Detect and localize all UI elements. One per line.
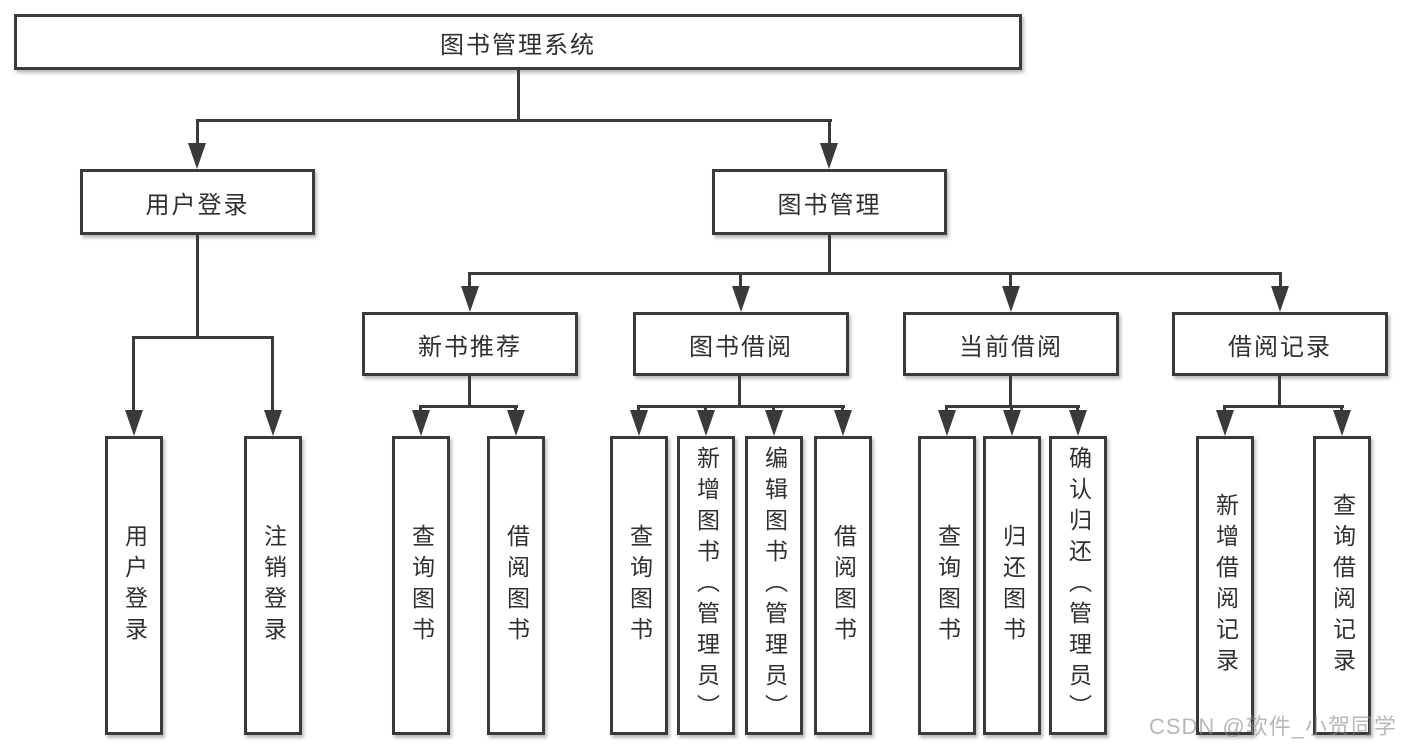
connector-line bbox=[1009, 272, 1012, 288]
arrowhead-down-icon bbox=[1003, 410, 1021, 436]
connector-line bbox=[419, 405, 518, 408]
arrowhead-down-icon bbox=[461, 286, 479, 312]
connector-line bbox=[468, 272, 1282, 275]
arrowhead-down-icon bbox=[1069, 410, 1087, 436]
connector-line bbox=[772, 405, 775, 412]
leaf-user-login: 用户登录 bbox=[105, 436, 163, 735]
leaf-borrow-books-recommend: 借阅图书 bbox=[487, 436, 545, 735]
node-root: 图书管理系统 bbox=[14, 14, 1022, 70]
connector-line bbox=[1340, 405, 1343, 412]
arrowhead-down-icon bbox=[188, 143, 206, 169]
connector-line bbox=[1009, 376, 1012, 405]
connector-line bbox=[196, 235, 199, 336]
arrowhead-down-icon bbox=[1271, 286, 1289, 312]
watermark: CSDN @软件_小贺同学 bbox=[1148, 714, 1397, 739]
connector-line bbox=[468, 376, 471, 405]
node-book-management: 图书管理 bbox=[712, 169, 947, 235]
arrowhead-down-icon bbox=[834, 410, 852, 436]
arrowhead-down-icon bbox=[125, 410, 143, 436]
leaf-logout: 注销登录 bbox=[244, 436, 302, 735]
leaf-query-books-recommend: 查询图书 bbox=[392, 436, 450, 735]
connector-line bbox=[132, 336, 274, 339]
connector-line bbox=[196, 119, 199, 146]
connector-line bbox=[841, 405, 844, 412]
connector-line bbox=[637, 405, 640, 412]
leaf-add-borrow-record: 新增借阅记录 bbox=[1196, 436, 1254, 735]
leaf-query-books-current: 查询图书 bbox=[918, 436, 976, 735]
connector-line bbox=[1010, 405, 1013, 412]
connector-line bbox=[1223, 405, 1344, 408]
arrowhead-down-icon bbox=[1333, 410, 1351, 436]
connector-line bbox=[196, 119, 832, 122]
leaf-borrow-books: 借阅图书 bbox=[814, 436, 872, 735]
leaf-return-books: 归还图书 bbox=[983, 436, 1041, 735]
node-user-login: 用户登录 bbox=[80, 169, 315, 235]
connector-line bbox=[1278, 376, 1281, 405]
connector-line bbox=[419, 405, 422, 412]
connector-line bbox=[517, 70, 520, 119]
arrowhead-down-icon bbox=[630, 410, 648, 436]
connector-line bbox=[1223, 405, 1226, 412]
connector-line bbox=[738, 376, 741, 405]
arrowhead-down-icon bbox=[1002, 286, 1020, 312]
arrowhead-down-icon bbox=[765, 410, 783, 436]
connector-line bbox=[1279, 272, 1282, 288]
leaf-confirm-return-admin: 确认归还（管理员） bbox=[1049, 436, 1107, 735]
leaf-edit-books-admin: 编辑图书（管理员） bbox=[745, 436, 803, 735]
arrowhead-down-icon bbox=[938, 410, 956, 436]
node-borrow-records: 借阅记录 bbox=[1172, 312, 1388, 376]
leaf-query-borrow-record: 查询借阅记录 bbox=[1313, 436, 1371, 735]
node-current-borrow: 当前借阅 bbox=[903, 312, 1119, 376]
connector-line bbox=[828, 235, 831, 272]
connector-line bbox=[739, 272, 742, 288]
connector-line bbox=[637, 405, 845, 408]
leaf-query-books-borrow: 查询图书 bbox=[610, 436, 668, 735]
arrowhead-down-icon bbox=[412, 410, 430, 436]
arrowhead-down-icon bbox=[732, 286, 750, 312]
arrowhead-down-icon bbox=[1216, 410, 1234, 436]
arrowhead-down-icon bbox=[697, 410, 715, 436]
arrowhead-down-icon bbox=[507, 410, 525, 436]
connector-line bbox=[945, 405, 948, 412]
connector-line bbox=[468, 272, 471, 288]
arrowhead-down-icon bbox=[264, 410, 282, 436]
arrowhead-down-icon bbox=[820, 143, 838, 169]
leaf-add-books-admin: 新增图书（管理员） bbox=[677, 436, 735, 735]
connector-line bbox=[271, 336, 274, 412]
connector-line bbox=[1076, 405, 1079, 412]
node-new-book-recommend: 新书推荐 bbox=[362, 312, 578, 376]
connector-line bbox=[514, 405, 517, 412]
connector-line bbox=[704, 405, 707, 412]
connector-line bbox=[828, 119, 831, 146]
connector-line bbox=[132, 336, 135, 412]
node-book-borrow: 图书借阅 bbox=[633, 312, 849, 376]
